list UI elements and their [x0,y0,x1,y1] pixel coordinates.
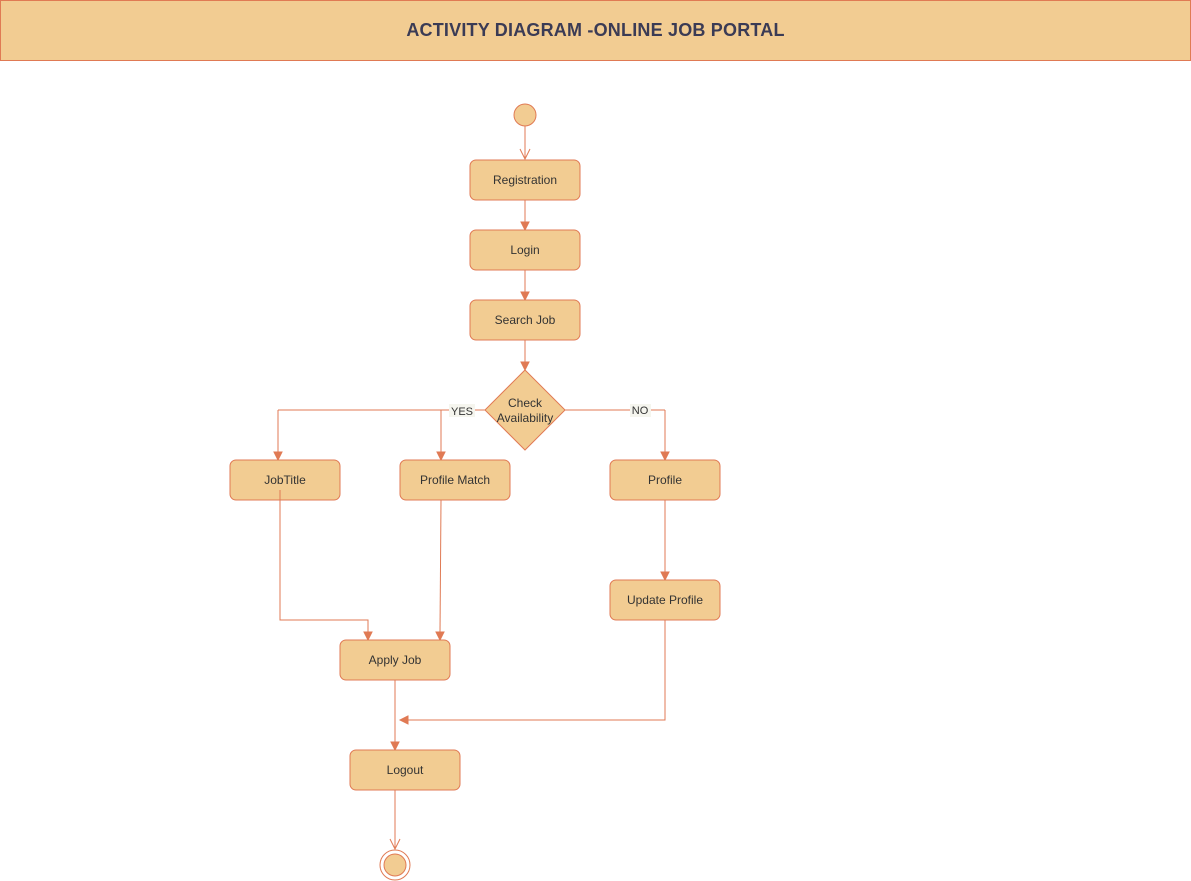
node-apply-job-label: Apply Job [369,653,422,667]
edge-login-search [520,270,530,302]
node-registration-label: Registration [493,173,557,187]
node-logout-label: Logout [387,763,424,777]
node-search-job-label: Search Job [495,313,556,327]
node-job-title-label: JobTitle [264,473,306,487]
node-search-job[interactable]: Search Job [469,299,581,341]
edge-profile-update [660,500,670,582]
decision-check-availability[interactable]: Check Availability [484,369,566,451]
node-logout[interactable]: Logout [349,749,461,791]
edge-logout-end [389,790,401,851]
edge-label-no: NO [632,405,649,417]
edge-no-branch [565,409,670,462]
end-node [379,849,411,881]
edge-start-registration [519,126,531,161]
edge-registration-login [520,200,530,232]
node-job-title[interactable]: JobTitle [229,459,341,501]
edge-search-decision [520,340,530,372]
edge-yes-branch [273,409,485,462]
decision-label-line1: Check [508,396,543,410]
node-registration[interactable]: Registration [469,159,581,201]
node-update-profile[interactable]: Update Profile [609,579,721,621]
node-login-label: Login [510,243,539,257]
node-update-profile-label: Update Profile [627,593,703,607]
diagram-title: ACTIVITY DIAGRAM -ONLINE JOB PORTAL [406,20,785,40]
decision-label-line2: Availability [497,411,553,425]
edge-update-merge [398,620,666,725]
edge-apply-logout [390,680,400,752]
node-profile-match-label: Profile Match [420,473,490,487]
edge-profilematch-apply [435,499,445,642]
node-profile-match[interactable]: Profile Match [399,459,511,501]
no-label-bg [630,404,651,417]
node-profile[interactable]: Profile [609,459,721,501]
start-node [513,103,537,127]
node-apply-job[interactable]: Apply Job [339,639,451,681]
node-profile-label: Profile [648,473,682,487]
node-login[interactable]: Login [469,229,581,271]
title-banner: ACTIVITY DIAGRAM -ONLINE JOB PORTAL [0,0,1191,61]
edge-label-yes: YES [451,406,473,418]
edge-jobtitle-apply [279,490,373,642]
yes-label-bg [449,404,475,417]
